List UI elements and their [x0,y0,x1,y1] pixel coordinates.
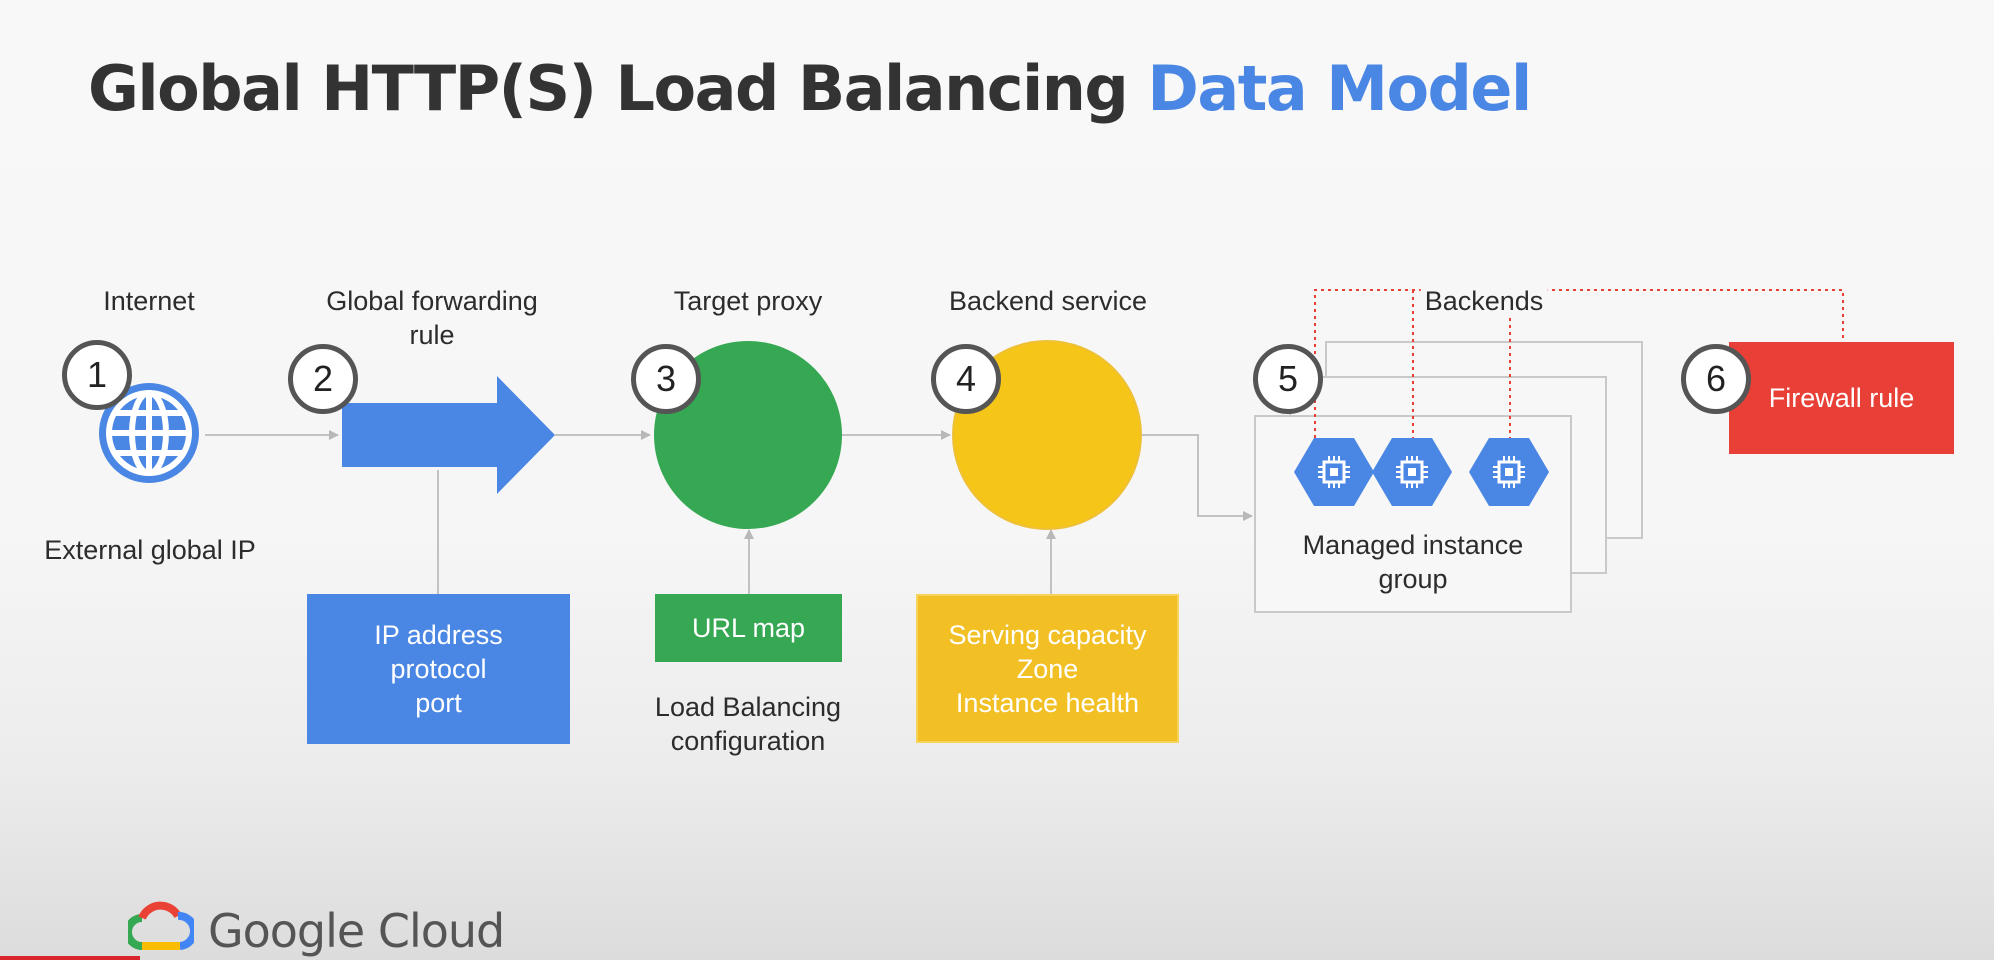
url-map-label: URL map [691,613,806,643]
connector-backend-to-group [1140,434,1253,521]
box-line-ip-address: IP address [374,620,503,650]
box-line-serving-capacity: Serving capacity [948,619,1147,650]
ip-protocol-port-box: IP address protocol port [307,594,570,744]
label-internet: Internet [103,286,195,316]
step-number-6: 6 [1681,344,1751,414]
title-highlight: Data Model [1147,52,1532,125]
box-line-instance-health: Instance health [955,687,1140,718]
box-line-protocol: protocol [390,654,487,684]
label-target-proxy: Target proxy [673,286,823,316]
page-title: Global HTTP(S) Load Balancing Data Model [88,52,1532,125]
label-backend-service: Backend service [948,286,1148,316]
footer-accent-bar [0,956,140,960]
label-managed-instance-group: Managed instance group [1302,530,1524,594]
backend-service-circle [952,340,1142,530]
target-proxy-circle [654,341,842,529]
label-backends: Backends [1420,284,1548,318]
compute-engine-icon [1469,438,1549,506]
step-number-5: 5 [1253,344,1323,414]
compute-engine-icon [1372,438,1452,506]
globe-icon [99,383,199,483]
compute-engine-icon [1294,438,1374,506]
firewall-rule-box: Firewall rule [1729,342,1954,454]
url-map-box: URL map [655,594,842,662]
label-load-balancing-configuration: Load Balancing configuration [654,692,842,756]
step-number-4: 4 [931,344,1001,414]
firewall-dotted-links [1314,289,1844,438]
title-main: Global HTTP(S) Load Balancing [88,52,1129,125]
label-global-forwarding-rule: Global forwarding rule [326,286,538,350]
box-line-port: port [415,688,462,718]
forwarding-rule-arrow-icon [342,376,555,494]
step-number-3: 3 [631,344,701,414]
google-cloud-logo [128,901,194,950]
label-external-global-ip: External global IP [44,535,256,565]
serving-capacity-box: Serving capacity Zone Instance health [916,594,1179,743]
step-number-2: 2 [288,344,358,414]
box-line-zone: Zone [1016,653,1079,684]
google-cloud-brand: Google Cloud [208,904,505,958]
step-number-1: 1 [62,340,132,410]
firewall-rule-label: Firewall rule [1768,383,1915,413]
